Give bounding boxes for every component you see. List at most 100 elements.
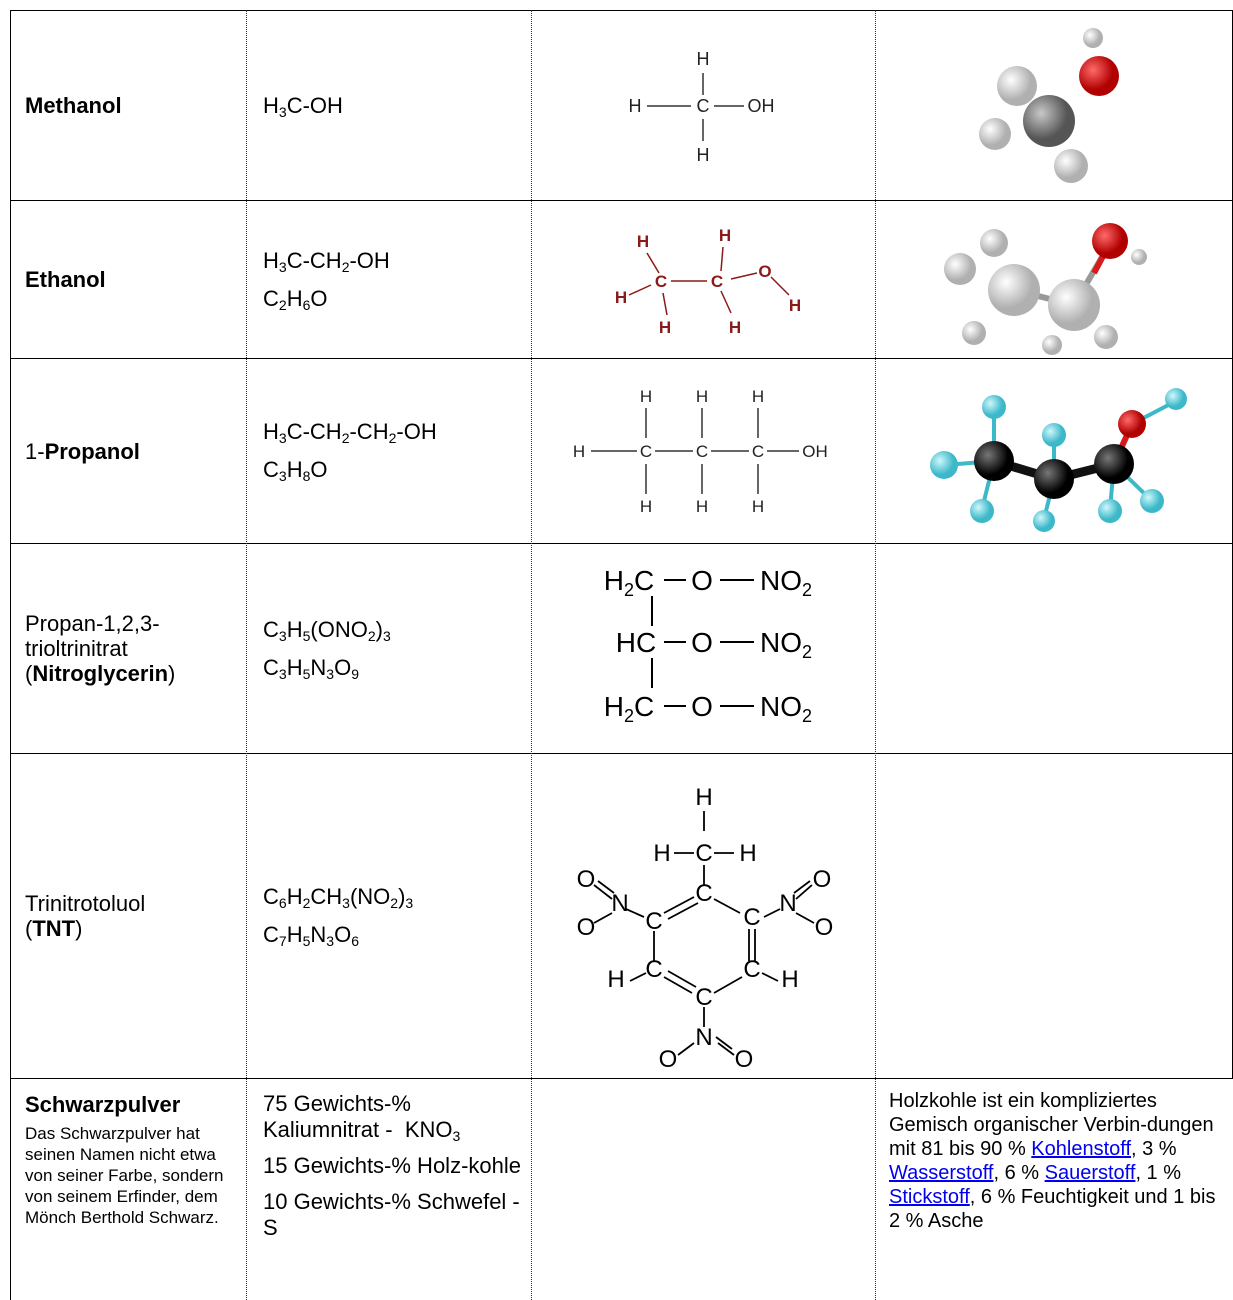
nitroglycerin-structural-formula: H2C O NO2 HC O NO2 H2C O NO2 — [603, 565, 811, 726]
svg-text:O: O — [658, 1046, 677, 1071]
tnt-structural-formula: H H C H C C C N N O O O O C C H H C N O — [576, 784, 833, 1071]
structure-ethanol: H H H C C O H H H — [532, 201, 875, 358]
structure-tnt: H H C H C C C N N O O O O C C H H C N O — [532, 754, 875, 1078]
row-divider — [10, 543, 1233, 544]
row-divider — [10, 753, 1233, 754]
svg-text:O: O — [576, 914, 595, 941]
svg-text:C: C — [645, 908, 662, 935]
svg-text:C: C — [751, 442, 763, 461]
column-divider — [875, 10, 876, 1300]
structure-propanol: H H H H C C C OH H H H — [532, 359, 875, 543]
row-divider — [10, 1078, 1233, 1079]
formula-line: C2H6O — [263, 285, 328, 313]
svg-text:O: O — [812, 866, 831, 893]
svg-text:OH: OH — [747, 96, 774, 116]
svg-text:C: C — [695, 984, 712, 1011]
formula-line: H3C-CH2-CH2-OH — [263, 419, 437, 446]
compound-name-line: Trinitrotoluol — [25, 891, 146, 916]
methanol-ball-model — [979, 27, 1119, 183]
compound-name-nitroglycerin: Propan-1,2,3- trioltrinitrat (Nitroglyce… — [11, 544, 246, 753]
column-divider — [531, 10, 532, 1300]
svg-text:H: H — [728, 318, 740, 337]
svg-text:NO2: NO2 — [759, 691, 811, 726]
compound-name: Ethanol — [25, 267, 106, 292]
composition-item: 15 Gewichts-% Holz-kohle — [263, 1153, 521, 1178]
note-text: Holzkohle ist ein kompliziertes Gemisch … — [889, 1090, 1214, 1160]
ethanol-structural-formula: H H H C C O H H H — [614, 226, 800, 337]
svg-text:NO2: NO2 — [759, 565, 811, 600]
svg-text:H: H — [751, 497, 763, 516]
compound-name-line: (TNT) — [25, 916, 83, 941]
compound-name: Schwarzpulver — [25, 1092, 181, 1117]
svg-text:H: H — [718, 226, 730, 245]
svg-text:C: C — [743, 956, 760, 983]
compound-description: Das Schwarzpulver hat seinen Namen nicht… — [25, 1124, 224, 1227]
svg-text:H: H — [696, 145, 709, 165]
svg-text:H: H — [658, 318, 670, 337]
compound-table: Methanol H3C-OH H H C OH H — [10, 10, 1233, 1300]
model-nitroglycerin-empty — [876, 544, 1232, 753]
svg-text:C: C — [743, 904, 760, 931]
svg-text:H: H — [751, 387, 763, 406]
svg-text:HC: HC — [615, 627, 655, 658]
svg-text:NO2: NO2 — [759, 627, 811, 662]
svg-text:H2C: H2C — [603, 565, 653, 600]
structure-nitroglycerin: H2C O NO2 HC O NO2 H2C O NO2 — [532, 544, 875, 753]
svg-text:O: O — [691, 565, 713, 596]
compound-name-line: trioltrinitrat — [25, 636, 128, 661]
methanol-structural-formula: H H C OH H — [628, 49, 774, 165]
compound-name-propanol: 1-Propanol — [11, 359, 246, 543]
link-stickstoff[interactable]: Stickstoff — [889, 1186, 970, 1208]
compound-name-schwarzpulver: Schwarzpulver Das Schwarzpulver hat sein… — [11, 1079, 246, 1300]
svg-text:H: H — [572, 442, 584, 461]
svg-text:H: H — [695, 387, 707, 406]
formula-line: C3H5(ONO2)3 — [263, 616, 391, 644]
compound-name-line: Propan-1,2,3- — [25, 611, 160, 636]
link-wasserstoff[interactable]: Wasserstoff — [889, 1162, 994, 1184]
svg-text:O: O — [758, 262, 771, 281]
row-divider — [10, 358, 1233, 359]
formula-nitroglycerin: C3H5(ONO2)3 C3H5N3O9 — [247, 544, 531, 753]
svg-text:O: O — [814, 914, 833, 941]
svg-text:C: C — [710, 272, 722, 291]
svg-text:H: H — [639, 497, 651, 516]
composition-schwarzpulver: 75 Gewichts-% Kaliumnitrat - KNO3 15 Gew… — [247, 1079, 531, 1300]
svg-text:O: O — [734, 1046, 753, 1071]
model-tnt-empty — [876, 754, 1232, 1078]
row-divider — [10, 200, 1233, 201]
svg-text:H: H — [639, 387, 651, 406]
formula-line: C3H5N3O9 — [263, 654, 359, 682]
svg-text:H: H — [696, 49, 709, 69]
svg-text:H: H — [739, 840, 756, 867]
structure-schwarzpulver-empty — [532, 1079, 875, 1300]
svg-text:OH: OH — [802, 442, 828, 461]
table-border-left — [10, 10, 11, 1300]
svg-text:H: H — [607, 966, 624, 993]
compound-name: 1-Propanol — [25, 438, 140, 464]
table-border-top — [10, 10, 1233, 11]
svg-text:N: N — [779, 890, 796, 917]
formula-line: C7H5N3O6 — [263, 922, 359, 949]
formula-methanol: H3C-OH — [247, 11, 531, 200]
model-propanol — [876, 359, 1232, 543]
svg-text:H: H — [636, 232, 648, 251]
svg-text:H2C: H2C — [603, 691, 653, 726]
svg-text:C: C — [654, 272, 666, 291]
compound-name-methanol: Methanol — [11, 11, 246, 200]
svg-text:C: C — [695, 442, 707, 461]
link-sauerstoff[interactable]: Sauerstoff — [1044, 1162, 1136, 1184]
formula-line: C3H8O — [263, 457, 328, 484]
model-methanol — [876, 11, 1232, 200]
formula-line: H3C-OH — [263, 92, 343, 120]
link-kohlenstoff[interactable]: Kohlenstoff — [1031, 1138, 1132, 1160]
compound-name-tnt: Trinitrotoluol (TNT) — [11, 754, 246, 1078]
svg-text:H: H — [695, 784, 712, 811]
svg-text:N: N — [695, 1024, 712, 1051]
svg-text:H: H — [695, 497, 707, 516]
compound-name: Methanol — [25, 93, 122, 118]
compound-name-line: (Nitroglycerin) — [25, 661, 176, 686]
svg-text:O: O — [691, 627, 713, 658]
svg-text:H: H — [781, 966, 798, 993]
propanol-ball-model — [930, 387, 1187, 532]
model-ethanol — [876, 201, 1232, 358]
